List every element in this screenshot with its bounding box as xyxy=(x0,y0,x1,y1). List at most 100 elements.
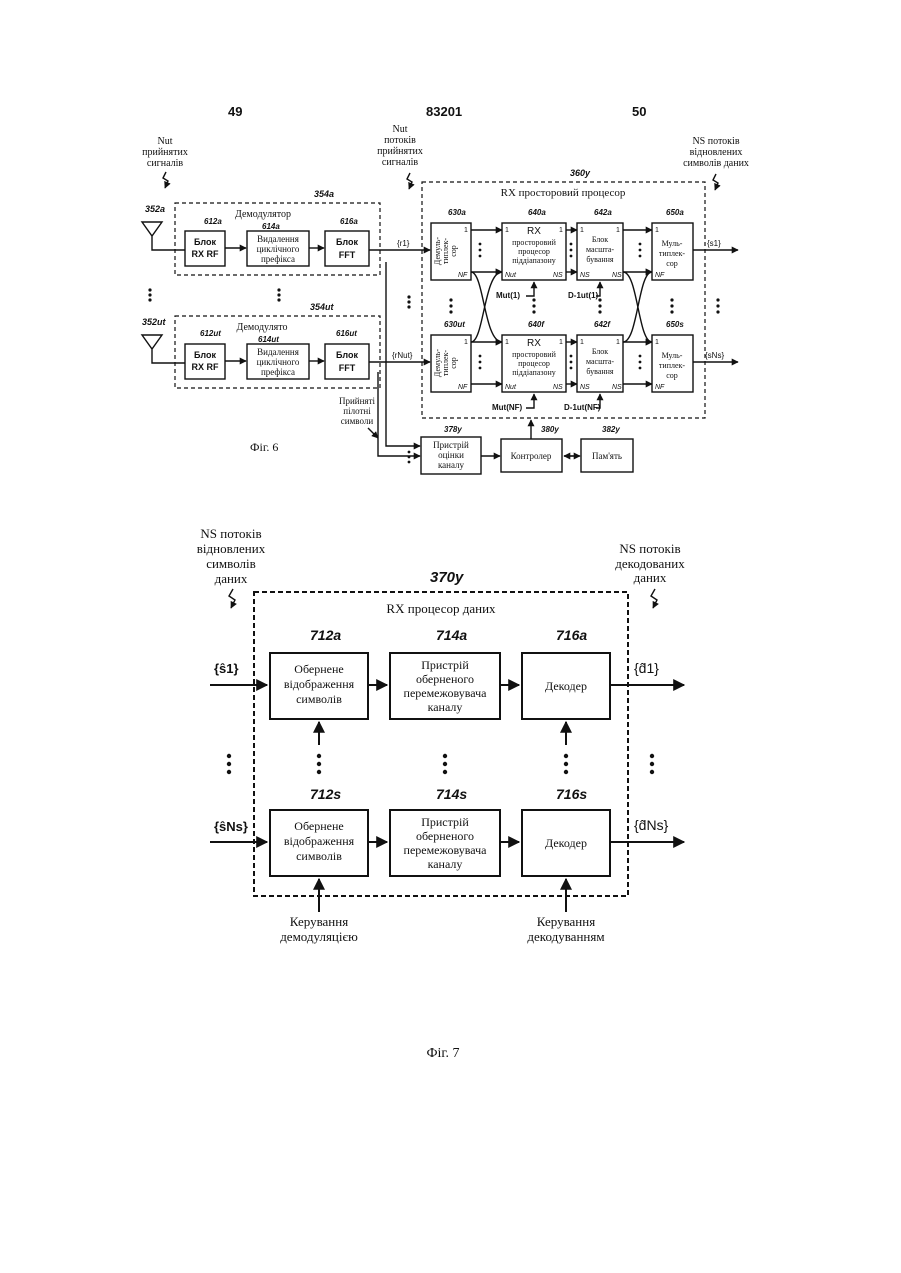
pin-nf: NF xyxy=(655,272,665,279)
deinterleaver-label-1: Пристрій xyxy=(421,658,469,672)
deinterleaver-label-3: перемежовувача xyxy=(404,686,488,700)
rx-rf-label-1: Блок xyxy=(194,350,217,360)
decoder-label: Декодер xyxy=(545,679,587,693)
sns-output-label: {sNs} xyxy=(705,351,724,360)
row2-input-label: {ŝNs} xyxy=(214,819,248,834)
demod-control-label-1: Керування xyxy=(290,914,348,929)
ref-354ut: 354ut xyxy=(310,302,335,312)
ellipsis-dots xyxy=(148,288,410,308)
ref-640a: 640a xyxy=(528,208,546,217)
pin-1: 1 xyxy=(464,227,468,234)
fig7-input-label-line-3: символів xyxy=(206,556,256,571)
pin-1: 1 xyxy=(655,339,659,346)
pin-1: 1 xyxy=(580,339,584,346)
antenna-icon xyxy=(142,222,185,250)
arrow xyxy=(368,428,378,438)
rx-rf-label-2: RX RF xyxy=(192,249,220,259)
subband-label-1: RX xyxy=(527,338,541,349)
outputs-label-line-2: відновлених xyxy=(690,147,743,158)
ref-640f: 640f xyxy=(528,320,545,329)
figure-6: Nut прийнятих сигналів Nut потоків прийн… xyxy=(142,124,749,474)
ref-614ut: 614ut xyxy=(258,335,279,344)
inputs-label-line-3: сигналів xyxy=(147,158,184,169)
pin-ns: NS xyxy=(612,384,622,391)
controller-label: Контролер xyxy=(511,451,552,461)
fig7-input-label-line-1: NS потоків xyxy=(200,526,261,541)
demux-label-line-3: сор xyxy=(449,245,458,257)
estimator-label-1: Пристрій xyxy=(433,440,469,450)
ref-612ut: 612ut xyxy=(200,329,221,338)
fig7-input-label: NS потоків відновлених символів даних xyxy=(197,526,266,586)
rx-rf-label-1: Блок xyxy=(194,237,217,247)
subband-label-3: процесор xyxy=(518,359,550,368)
fft-label-1: Блок xyxy=(336,350,359,360)
outputs-label-line-1: NS потоків xyxy=(692,136,739,147)
mux-label-1: Муль- xyxy=(662,351,683,360)
pin-1: 1 xyxy=(580,227,584,234)
pin-1: 1 xyxy=(505,339,509,346)
ref-716s: 716s xyxy=(556,786,587,802)
pilot-label-line-1: Прийняті xyxy=(339,396,376,406)
cp-label-1: Видалення xyxy=(257,234,299,244)
streams-label-line-2: потоків xyxy=(384,135,416,146)
ref-712s: 712s xyxy=(310,786,341,802)
fig7-output-label-line-2: декодованих xyxy=(615,556,685,571)
deinterleaver-label-4: каналу xyxy=(428,857,463,871)
ref-616ut: 616ut xyxy=(336,329,357,338)
ellipsis-dots xyxy=(227,754,654,774)
row1-output-label: {d̂1} xyxy=(634,660,659,676)
pin-1: 1 xyxy=(655,227,659,234)
scaling-label-2: масшта- xyxy=(586,245,614,254)
ref-642a: 642a xyxy=(594,208,612,217)
pin-nut: Nut xyxy=(505,384,517,391)
squiggle-arrow xyxy=(407,173,412,189)
pilot-line xyxy=(378,372,420,456)
ref-378y: 378y xyxy=(444,425,462,434)
ref-382y: 382y xyxy=(602,425,620,434)
pilot-label-line-3: символи xyxy=(341,416,374,426)
cp-label-2: циклічного xyxy=(257,357,300,367)
ref-352ut: 352ut xyxy=(142,317,167,327)
pin-ns: NS xyxy=(580,272,590,279)
decode-control-label-2: декодуванням xyxy=(527,929,604,944)
row2-output-label: {d̂Ns} xyxy=(634,817,669,833)
streams-label-line-4: сигналів xyxy=(382,157,419,168)
fig7-input-label-line-4: даних xyxy=(215,571,248,586)
rx-data-processor-title: RX процесор даних xyxy=(386,601,496,616)
inputs-label-line-2: прийнятих xyxy=(142,147,188,158)
fig7-output-label: NS потоків декодованих даних xyxy=(615,541,685,585)
subband-label-4: піддіапазону xyxy=(512,256,556,265)
fft-label-1: Блок xyxy=(336,237,359,247)
decoder-label: Декодер xyxy=(545,836,587,850)
pin-1: 1 xyxy=(559,339,563,346)
deinterleaver-label-2: оберненого xyxy=(416,672,474,686)
squiggle-arrow xyxy=(163,172,168,188)
streams-label: Nut потоків прийнятих сигналів xyxy=(377,124,423,168)
cp-label-1: Видалення xyxy=(257,347,299,357)
demodulator-bottom-title: Демодулято xyxy=(237,322,288,333)
d-matrix-top-label: D-1ut(1) xyxy=(568,291,599,300)
subband-label-2: просторовий xyxy=(512,350,556,359)
ref-354a: 354a xyxy=(314,189,334,199)
rx-spatial-processor-title: RX просторовий процесор xyxy=(501,187,626,199)
rx-rf-label-2: RX RF xyxy=(192,362,220,372)
fft-label-2: FFT xyxy=(339,363,356,373)
ref-352a: 352a xyxy=(145,204,165,214)
ref-370y: 370y xyxy=(430,569,464,586)
pilot-label-line-2: пілотні xyxy=(343,406,371,416)
pin-1: 1 xyxy=(464,339,468,346)
pilot-label: Прийняті пілотні символи xyxy=(339,396,376,426)
antenna-icon xyxy=(142,335,185,363)
pin-nut: Nut xyxy=(505,272,517,279)
ref-616a: 616a xyxy=(340,217,358,226)
subband-label-2: просторовий xyxy=(512,238,556,247)
decode-control-label-1: Керування xyxy=(537,914,595,929)
fig7-output-label-line-3: даних xyxy=(634,570,667,585)
demapper-label-2: відображення xyxy=(284,677,355,691)
arrow xyxy=(526,282,534,296)
scaling-label-1: Блок xyxy=(592,347,608,356)
pin-1: 1 xyxy=(616,339,620,346)
pin-1: 1 xyxy=(505,227,509,234)
estimator-label-2: оцінки xyxy=(438,450,464,460)
